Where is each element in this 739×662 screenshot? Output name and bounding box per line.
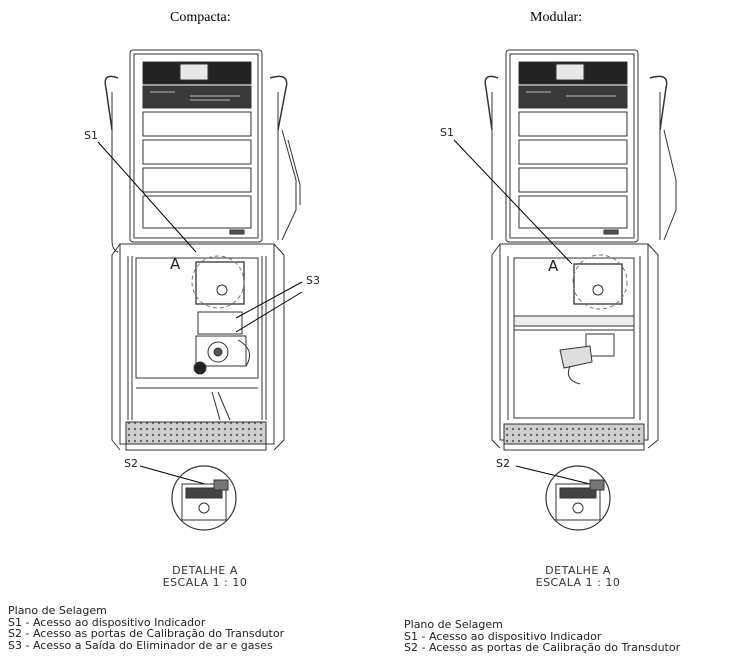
compacta-label-s2: S2 xyxy=(124,457,138,470)
modular-detail-caption: DETALHE A ESCALA 1 : 10 xyxy=(528,565,628,589)
compacta-label-a: A xyxy=(170,255,181,273)
compacta-detail-caption: DETALHE A ESCALA 1 : 10 xyxy=(155,565,255,589)
modular-legend-item: S1 - Acesso ao dispositivo Indicador xyxy=(404,629,602,643)
modular-legend: Plano de Selagem S1 - Acesso ao disposit… xyxy=(404,619,680,654)
compacta-legend: Plano de Selagem S1 - Acesso ao disposit… xyxy=(8,605,284,651)
modular-label-s2: S2 xyxy=(496,457,510,470)
compacta-detail-scale: ESCALA 1 : 10 xyxy=(162,576,248,589)
compacta-dispenser-drawing xyxy=(97,49,303,487)
modular-title: Modular: xyxy=(530,10,583,25)
modular-detail-a xyxy=(545,465,611,531)
compacta-legend-heading: Plano de Selagem xyxy=(8,604,107,617)
modular-dispenser-drawing xyxy=(453,49,677,485)
compacta-label-s3: S3 xyxy=(306,274,320,287)
compacta-detail-a xyxy=(171,465,237,531)
modular-detail-scale: ESCALA 1 : 10 xyxy=(535,576,621,589)
compacta-legend-item: S3 - Acesso a Saída do Eliminador de ar … xyxy=(8,638,273,652)
modular-detail-title: DETALHE A xyxy=(545,564,611,577)
modular-label-a: A xyxy=(548,257,559,275)
compacta-label-s1: S1 xyxy=(84,129,98,142)
compacta-legend-item: S1 - Acesso ao dispositivo Indicador xyxy=(8,615,206,629)
compacta-title: Compacta: xyxy=(170,10,231,25)
modular-label-s1: S1 xyxy=(440,126,454,139)
modular-legend-item: S2 - Acesso as portas de Calibração do T… xyxy=(404,641,681,654)
compacta-detail-title: DETALHE A xyxy=(172,564,238,577)
compacta-legend-item: S2 - Acesso as portas de Calibração do T… xyxy=(8,627,285,640)
modular-legend-heading: Plano de Selagem xyxy=(404,618,503,631)
